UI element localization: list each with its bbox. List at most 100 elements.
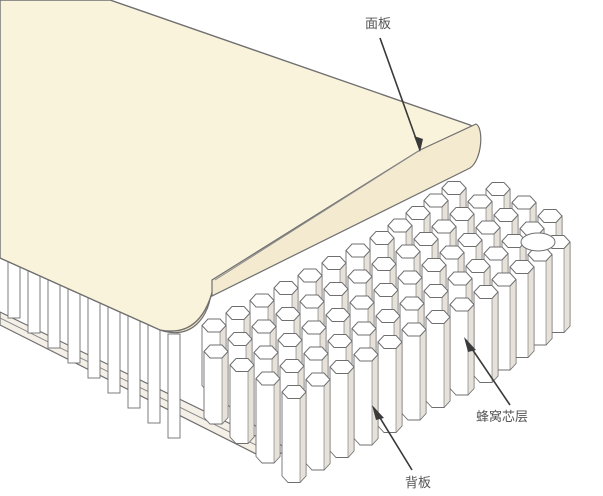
cell-opening <box>251 319 277 334</box>
cell-opening <box>255 371 281 386</box>
cell-opening <box>305 372 331 387</box>
cell-shade <box>491 291 499 384</box>
cell-opening <box>511 195 537 210</box>
leader-arrow-face-sheet <box>414 136 423 152</box>
cell-opening <box>249 293 275 308</box>
cell-opening <box>303 346 329 361</box>
core-rib <box>7 261 21 319</box>
cell-opening <box>369 231 395 245</box>
honeycomb-cell <box>425 310 451 409</box>
cell-opening <box>537 209 563 223</box>
cell-shade <box>323 378 331 471</box>
cell-opening <box>377 335 403 349</box>
cell-opening <box>401 322 427 337</box>
cell-opening <box>321 256 347 270</box>
cell-opening <box>483 246 509 261</box>
cell-shade <box>419 328 427 421</box>
label-face-sheet: 面板 <box>365 17 391 32</box>
core-rib <box>27 270 41 334</box>
honeycomb-cell <box>401 322 427 421</box>
cell-opening <box>423 193 449 208</box>
label-honeycomb-core: 蜂窝芯层 <box>476 409 528 425</box>
cell-opening <box>203 344 229 359</box>
cell-opening <box>281 385 307 399</box>
cell-opening <box>493 208 519 222</box>
cell-opening <box>467 194 493 209</box>
honeycomb-cell <box>229 358 255 445</box>
cell-shade <box>563 241 571 334</box>
face-sheet-curl-edge <box>214 149 421 281</box>
cell-opening <box>425 310 451 324</box>
cell-opening <box>447 271 473 286</box>
cell-opening <box>373 283 399 297</box>
cell-shade <box>545 253 553 346</box>
face-sheet <box>0 0 482 334</box>
cell-shade <box>443 316 451 409</box>
cell-opening <box>375 309 401 323</box>
cell-opening <box>349 295 375 310</box>
cell-opening <box>329 360 355 374</box>
cell-shade <box>247 364 255 445</box>
cell-opening <box>353 347 379 362</box>
cell-opening <box>227 332 253 346</box>
cell-opening <box>229 358 255 372</box>
callout-honeycomb-core: 蜂窝芯层 <box>464 337 528 425</box>
cell-opening <box>405 206 431 220</box>
cell-shade <box>347 366 355 459</box>
cell-shade <box>299 391 307 484</box>
honeycomb-cell <box>353 347 379 446</box>
core-end-cap <box>520 232 556 252</box>
honeycomb-core <box>201 181 571 484</box>
core-rib <box>127 315 141 409</box>
core-rib <box>87 297 101 379</box>
leader-arrow-honeycomb-core <box>464 337 476 352</box>
cell-opening <box>201 318 227 333</box>
cell-opening <box>253 345 279 360</box>
cell-opening <box>519 221 545 236</box>
cell-opening <box>347 269 373 284</box>
label-back-sheet: 背板 <box>405 476 431 491</box>
cell-opening <box>465 259 491 273</box>
cell-opening <box>475 220 501 235</box>
core-rib <box>47 279 61 349</box>
cell-opening <box>449 297 475 312</box>
cell-opening <box>301 320 327 335</box>
cell-shade <box>509 278 517 371</box>
cell-opening <box>421 258 447 272</box>
core-rib <box>167 333 181 439</box>
cell-shade <box>395 341 403 434</box>
cell-opening <box>395 244 421 259</box>
cell-opening <box>439 245 465 260</box>
cell-opening <box>485 182 511 196</box>
leader-line-face-sheet <box>379 37 421 151</box>
honeycomb-cell <box>377 335 403 434</box>
callout-face-sheet: 面板 <box>365 17 423 152</box>
cell-opening <box>275 307 301 321</box>
leader-line-honeycomb-core <box>465 339 511 406</box>
cell-opening <box>423 284 449 298</box>
cell-opening <box>323 282 349 296</box>
cell-opening <box>299 294 325 309</box>
cell-opening <box>449 207 475 221</box>
cell-opening <box>327 334 353 348</box>
cell-opening <box>297 268 323 283</box>
cell-opening <box>457 233 483 247</box>
cell-opening <box>431 219 457 234</box>
cell-opening <box>387 218 413 233</box>
cell-opening <box>491 272 517 287</box>
honeycomb-cell <box>473 285 499 384</box>
honeycomb-cell <box>281 385 307 484</box>
cell-opening <box>325 308 351 322</box>
honeycomb-cell <box>305 372 331 471</box>
cell-opening <box>225 306 251 320</box>
cell-opening <box>413 232 439 246</box>
honeycomb-cell <box>203 344 229 425</box>
cell-opening <box>371 257 397 271</box>
cell-opening <box>279 359 305 373</box>
honeycomb-cell <box>255 371 281 464</box>
cell-opening <box>277 333 303 347</box>
cell-opening <box>473 285 499 299</box>
core-rib <box>147 324 161 424</box>
